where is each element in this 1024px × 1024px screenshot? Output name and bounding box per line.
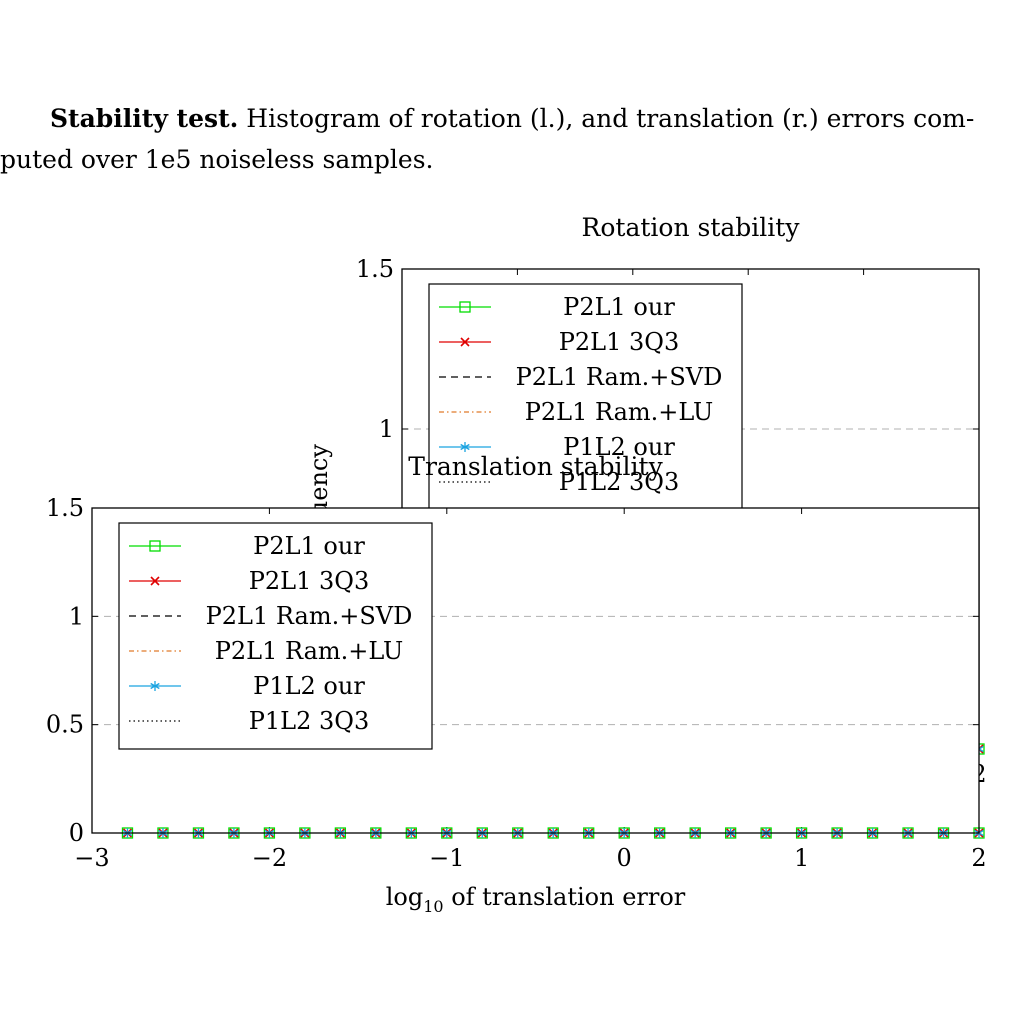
- data-point: [150, 681, 160, 691]
- x-tick-label: 2: [971, 844, 986, 872]
- legend-label: P2L1 3Q3: [249, 567, 369, 595]
- legend-item: P2L1 our: [129, 532, 365, 560]
- legend-item: P2L1 Ram.+LU: [439, 398, 713, 426]
- legend-item: P2L1 our: [439, 293, 675, 321]
- legend-label: P2L1 our: [253, 532, 365, 560]
- legend-box: [118, 522, 433, 750]
- y-tick-label: 1: [379, 415, 394, 443]
- caption-line-2: puted over 1e5 noiseless samples.: [0, 145, 434, 174]
- y-tick-label: 0: [69, 819, 84, 847]
- legend-item: P2L1 3Q3: [439, 328, 679, 356]
- chart-title: Rotation stability: [582, 213, 801, 242]
- caption-line-1: Histogram of rotation (l.), and translat…: [246, 104, 975, 133]
- legend-label: P2L1 Ram.+LU: [525, 398, 714, 426]
- x-tick-label: 1: [794, 844, 809, 872]
- x-axis-label: log10 of translation error: [386, 883, 686, 916]
- axes-frame: [91, 507, 980, 834]
- legend-label: P2L1 Ram.+LU: [215, 637, 404, 665]
- data-point: [149, 540, 161, 552]
- legend-item: P1L2 our: [439, 433, 675, 461]
- legend-label: P1L2 our: [253, 672, 365, 700]
- legend-label: P1L2 our: [563, 433, 675, 461]
- x-tick-label: −3: [74, 844, 109, 872]
- legend-item: P1L2 3Q3: [439, 468, 679, 496]
- caption-bold: Stability test.: [50, 104, 239, 133]
- y-tick-label: 1.5: [46, 494, 84, 522]
- x-tick-label: −1: [429, 844, 464, 872]
- legend-item: P2L1 Ram.+SVD: [439, 363, 722, 391]
- legend-label: P1L2 3Q3: [249, 707, 369, 735]
- legend-label: P1L2 3Q3: [559, 468, 679, 496]
- legend-item: P2L1 3Q3: [129, 567, 369, 595]
- x-tick-label: −2: [252, 844, 287, 872]
- data-point: [459, 301, 471, 313]
- data-point: [150, 576, 160, 586]
- legend-item: P1L2 3Q3: [129, 707, 369, 735]
- legend-label: P2L1 Ram.+SVD: [206, 602, 413, 630]
- x-tick-label: 0: [617, 844, 632, 872]
- legend-box: [428, 283, 743, 511]
- figure-caption: Stability test. Histogram of rotation (l…: [0, 98, 1024, 180]
- legend-item: P2L1 Ram.+SVD: [129, 602, 412, 630]
- chart-title: Translation stability: [408, 452, 663, 481]
- legend-label: P2L1 our: [563, 293, 675, 321]
- legend-item: P2L1 Ram.+LU: [129, 637, 403, 665]
- legend-label: P2L1 Ram.+SVD: [516, 363, 723, 391]
- legend-label: P2L1 3Q3: [559, 328, 679, 356]
- y-tick-label: 1.5: [356, 255, 394, 283]
- legend-item: P1L2 our: [129, 672, 365, 700]
- y-tick-label: 1: [69, 602, 84, 630]
- y-tick-label: 0.5: [46, 711, 84, 739]
- data-point: [460, 337, 470, 347]
- data-point: [460, 442, 470, 452]
- translation-chart: 0 0.5 1 1.5 −3 −2 −1 0 1 2 Translation stability lo…: [46, 452, 987, 916]
